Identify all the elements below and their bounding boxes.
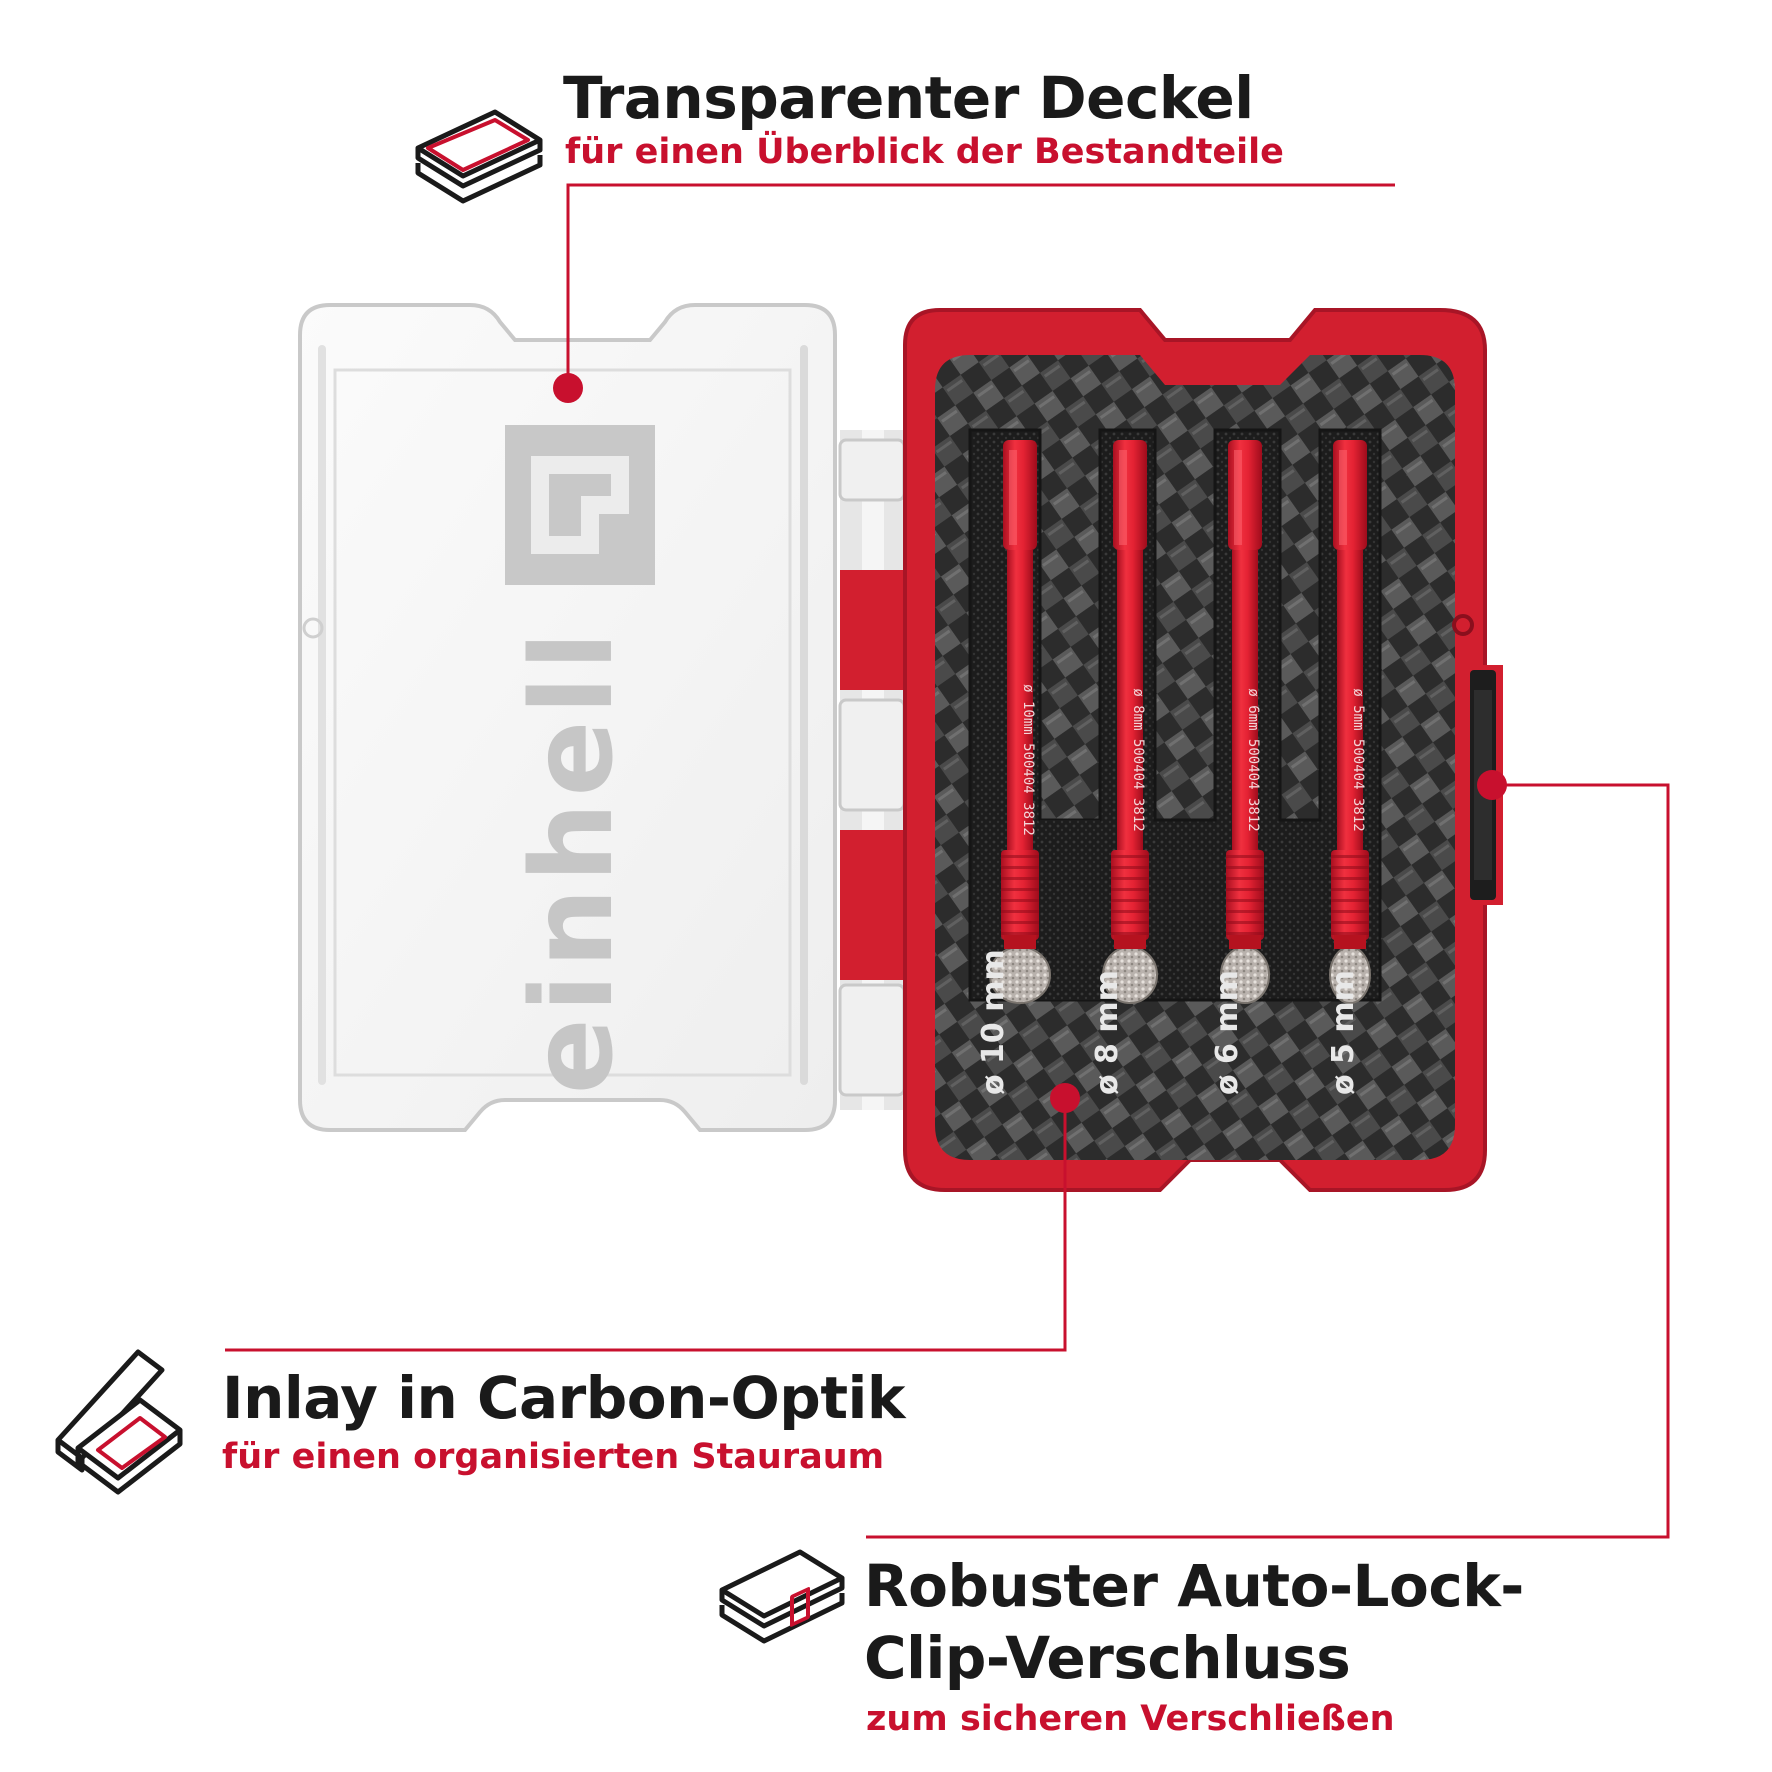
drill-bit: ø 6mm 500404 3812 <box>1220 440 1270 1004</box>
callout-lines <box>225 183 1670 1539</box>
feature-title-lid: Transparenter Deckel <box>563 64 1254 132</box>
callout-line-inlay <box>225 1088 1067 1352</box>
size-label: ø 6 mm <box>1210 970 1245 1095</box>
lid-brand-logo: einhell <box>508 626 638 1095</box>
feature-subtitle-clip: zum sicheren Verschließen <box>866 1699 1395 1739</box>
drill-bit: ø 5mm 500404 3812 <box>1329 440 1371 1004</box>
transparent-lid: einhell <box>298 303 837 1132</box>
svg-text:einhell: einhell <box>508 626 638 1095</box>
size-labels: ø 10 mm ø 8 mm ø 6 mm ø 5 mm <box>976 949 1361 1095</box>
callout-line-lid <box>566 183 1395 388</box>
lid-box-icon <box>415 109 543 204</box>
callout-dot-clip <box>1477 770 1507 800</box>
size-label: ø 8 mm <box>1090 970 1125 1095</box>
drill-bit: ø 8mm 500404 3812 <box>1102 440 1158 1004</box>
feature-subtitle-inlay: für einen organisierten Stauraum <box>222 1437 885 1477</box>
size-label: ø 5 mm <box>1326 970 1361 1095</box>
callout-dot-lid <box>553 373 583 403</box>
open-case-icon <box>55 1349 183 1495</box>
bit-marking: ø 6mm 500404 3812 <box>1245 688 1261 831</box>
closed-case-icon <box>719 1549 845 1644</box>
bit-marking: ø 8mm 500404 3812 <box>1130 688 1146 831</box>
bit-marking: ø 10mm 500404 3812 <box>1020 684 1036 836</box>
feature-title-clip-line1: Robuster Auto-Lock- <box>864 1552 1524 1620</box>
callout-dot-inlay <box>1050 1083 1080 1113</box>
size-label: ø 10 mm <box>976 949 1011 1095</box>
drill-bits: ø 10mm 500404 3812 ø 8mm 500404 3812 ø 6mm… <box>989 440 1371 1004</box>
bit-marking: ø 5mm 500404 3812 <box>1350 688 1366 831</box>
feature-title-clip-line2: Clip-Verschluss <box>864 1624 1351 1692</box>
feature-title-inlay: Inlay in Carbon-Optik <box>222 1364 906 1432</box>
drill-bit: ø 10mm 500404 3812 <box>989 440 1051 1004</box>
hinge-bar <box>838 430 906 1110</box>
lid-logo-square <box>505 425 655 585</box>
feature-subtitle-lid: für einen Überblick der Bestandteile <box>565 132 1284 172</box>
callout-line-clip <box>866 783 1670 1539</box>
